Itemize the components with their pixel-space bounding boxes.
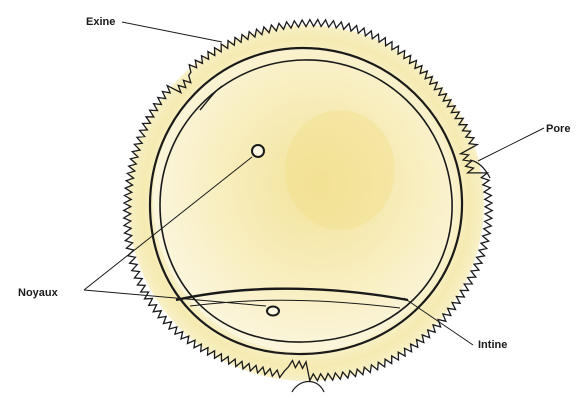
generative-nucleus [267, 307, 279, 316]
pore-leader-line [478, 128, 544, 161]
label-exine: Exine [86, 16, 115, 28]
exine-leader-line [122, 22, 222, 42]
label-intine: Intine [478, 339, 507, 351]
cytoplasm-spot [285, 110, 395, 230]
label-noyaux: Noyaux [18, 287, 59, 299]
pore-notch-bottom [292, 382, 324, 393]
label-pore: Pore [546, 123, 570, 135]
vegetative-nucleus [252, 145, 264, 157]
